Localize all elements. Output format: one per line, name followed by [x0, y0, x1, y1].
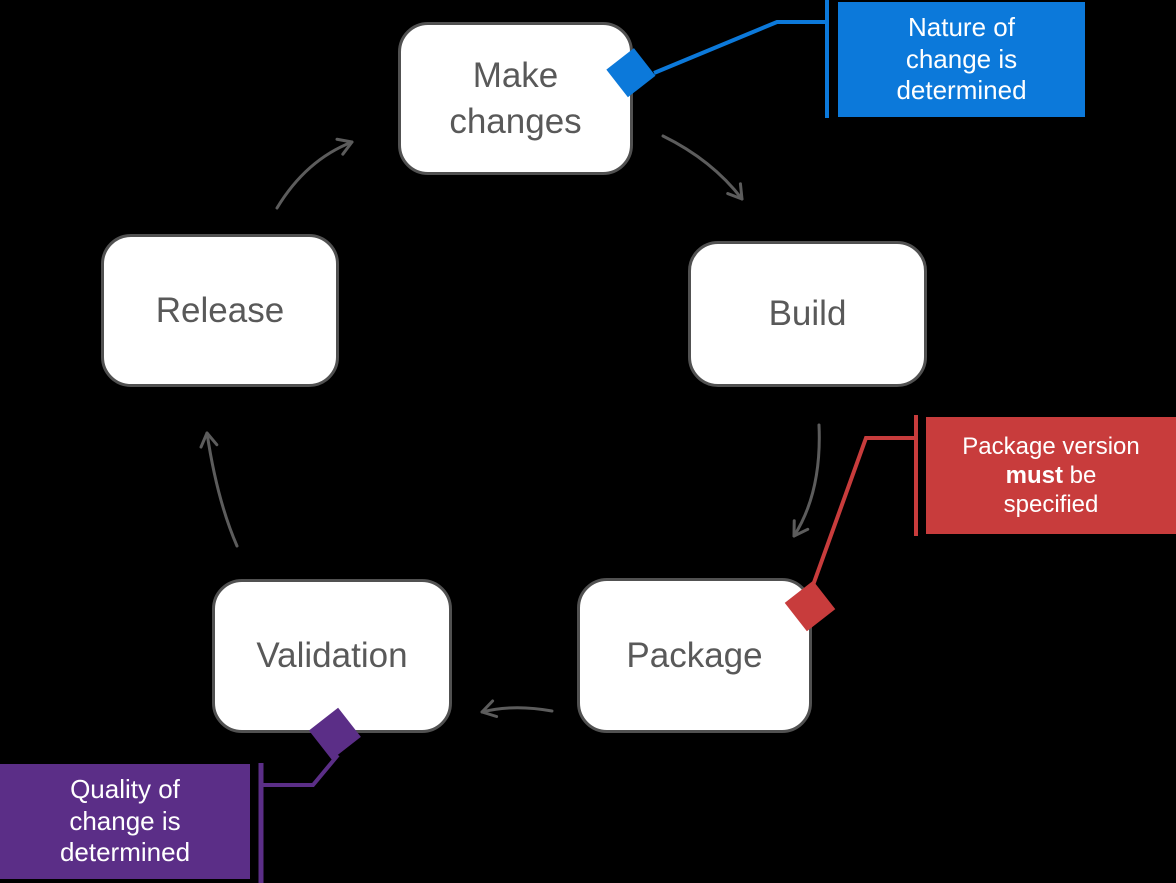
node-release-label: Release [155, 290, 285, 330]
callout-line-2: must be [962, 461, 1139, 490]
node-validation-label: Validation [256, 636, 408, 676]
node-make-changes: Make changes [398, 22, 633, 175]
node-release: Release [101, 234, 339, 387]
callout-line-3: specified [1003, 491, 1099, 519]
node-package: Package [577, 578, 812, 733]
callout-quality-text: Quality of change is determined [59, 773, 191, 868]
arrow-package-to-validation [480, 699, 554, 719]
node-build: Build [688, 241, 927, 387]
connector-line-quality [259, 753, 340, 787]
arrow-validation-to-release [199, 431, 239, 548]
connector-line-package-version [810, 436, 918, 589]
node-make-changes-label: Make changes [449, 56, 582, 141]
callout-quality-of-change: Quality of change is determined [0, 764, 250, 879]
callout-package-version-text: Package version must be specified [962, 432, 1139, 520]
node-validation: Validation [212, 579, 452, 733]
callout-line-2-rest: be [1062, 461, 1097, 489]
callout-line-1: Package version [962, 432, 1140, 460]
callout-package-version: Package version must be specified [926, 417, 1176, 534]
arrow-make-changes-to-build [661, 134, 744, 201]
node-package-label: Package [626, 635, 763, 675]
node-build-label: Build [768, 294, 847, 334]
callout-nature-of-change: Nature of change is determined [838, 2, 1085, 117]
callout-bold-word: must [1005, 461, 1063, 489]
arrow-build-to-package [792, 423, 821, 538]
connector-line-nature [653, 20, 829, 75]
arrow-release-to-make-changes [275, 137, 354, 210]
callout-nature-text: Nature of change is determined [896, 11, 1027, 106]
